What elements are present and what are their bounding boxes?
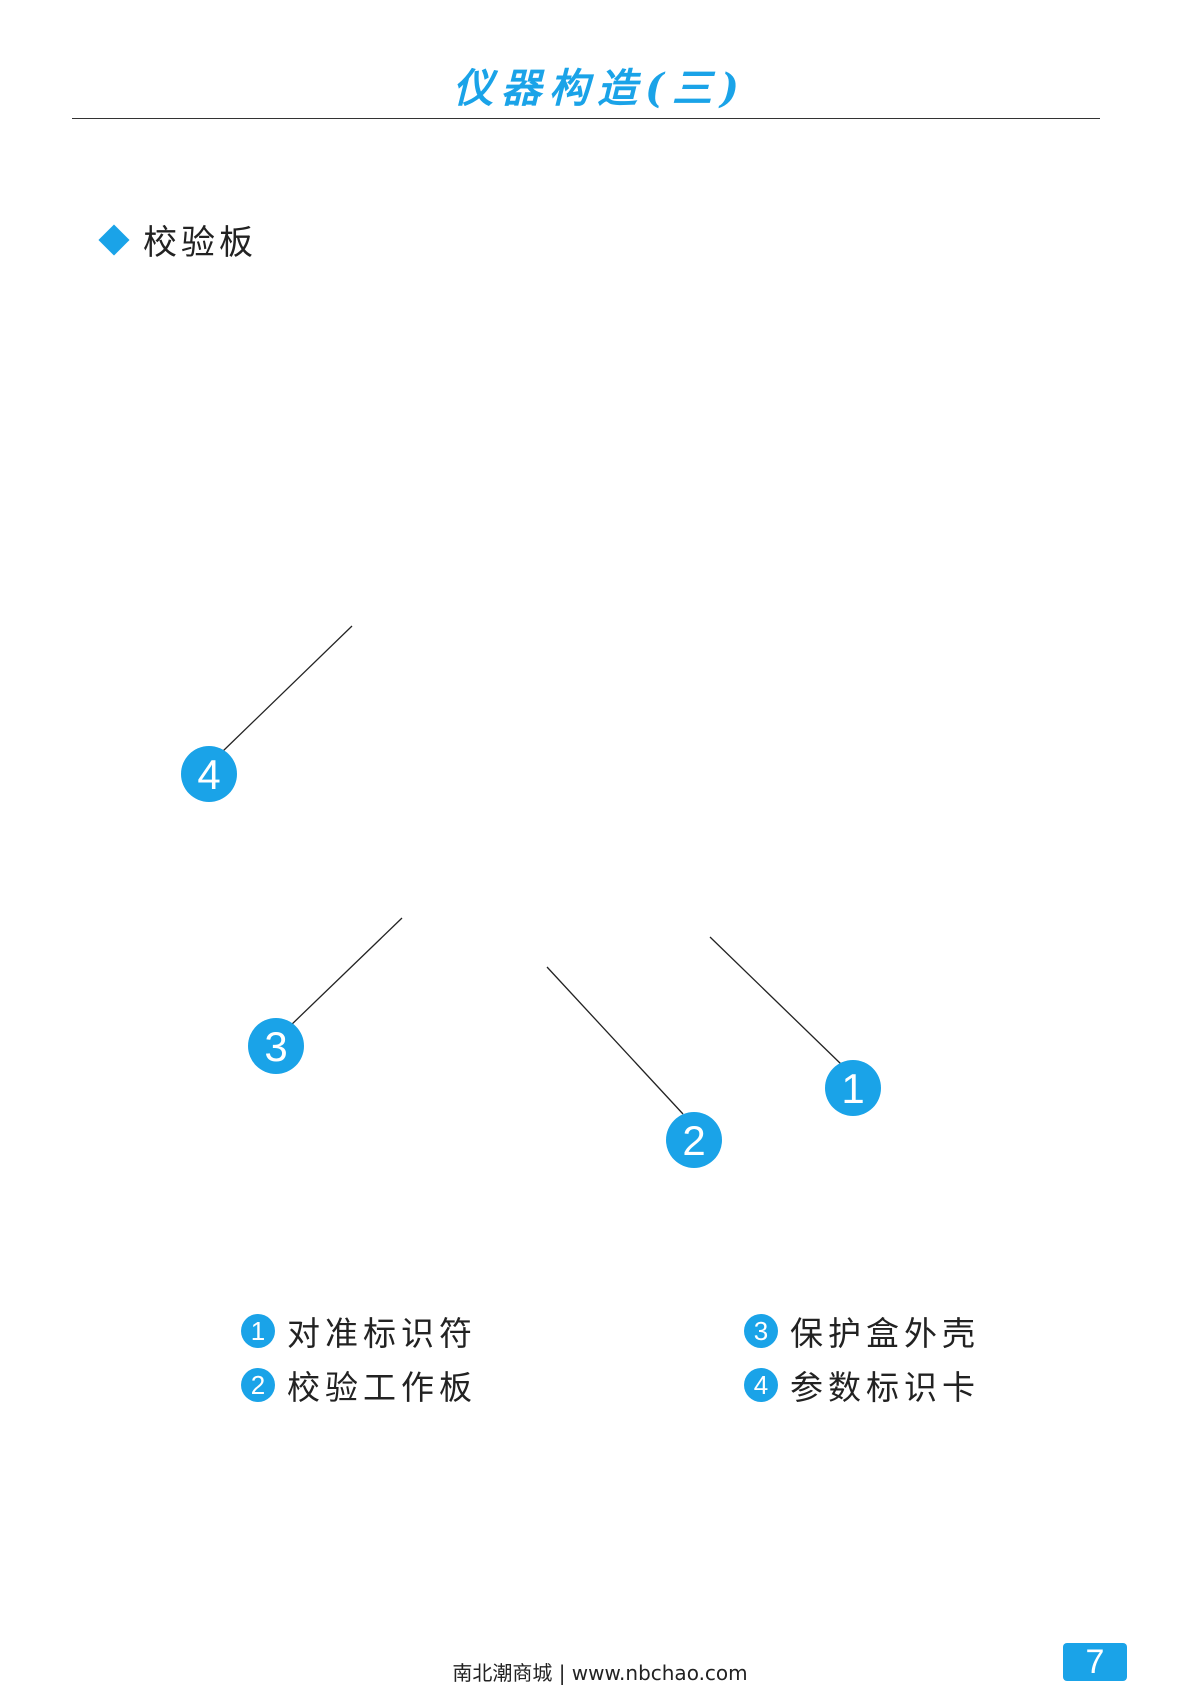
legend-item-3: 3 保护盒外壳 — [744, 1307, 980, 1355]
legend-label-3: 保护盒外壳 — [790, 1314, 980, 1353]
callout-badge-4 — [181, 746, 237, 802]
legend-badge-1: 1 — [241, 1314, 275, 1348]
legend-label-4: 参数标识卡 — [790, 1368, 980, 1407]
legend-badge-3: 3 — [744, 1314, 778, 1348]
legend-badge-2: 2 — [241, 1368, 275, 1402]
title-divider — [72, 118, 1100, 119]
callout-number-2: 2 — [682, 1117, 705, 1164]
callout-number-4: 4 — [197, 751, 220, 798]
callout-badge-1 — [825, 1060, 881, 1116]
footer-site-text: 南北潮商城 | www.nbchao.com — [452, 1661, 748, 1685]
leader-line-2 — [546, 966, 684, 1115]
legend-label-2: 校验工作板 — [287, 1368, 477, 1407]
callout-badge-3 — [248, 1018, 304, 1074]
callout-3: 3 — [248, 917, 403, 1074]
leader-line-3 — [288, 917, 403, 1028]
callout-1: 1 — [709, 936, 881, 1116]
callout-4: 4 — [181, 625, 353, 802]
callout-2: 2 — [546, 966, 722, 1168]
leader-line-1 — [709, 936, 843, 1066]
callout-number-1: 1 — [841, 1065, 864, 1112]
section-heading-text: 校验板 — [143, 223, 257, 263]
legend-item-4: 4 参数标识卡 — [744, 1361, 980, 1409]
legend-badge-4: 4 — [744, 1368, 778, 1402]
section-heading: 校验板 — [98, 215, 257, 264]
page-number-badge: 7 — [1063, 1643, 1127, 1681]
callout-badge-2 — [666, 1112, 722, 1168]
callout-number-3: 3 — [264, 1023, 287, 1070]
leader-line-4 — [221, 625, 353, 753]
legend-item-2: 2 校验工作板 — [241, 1361, 477, 1409]
legend-item-1: 1 对准标识符 — [241, 1307, 477, 1355]
legend-label-1: 对准标识符 — [287, 1314, 477, 1353]
page-title: 仪器构造(三) — [453, 65, 747, 112]
